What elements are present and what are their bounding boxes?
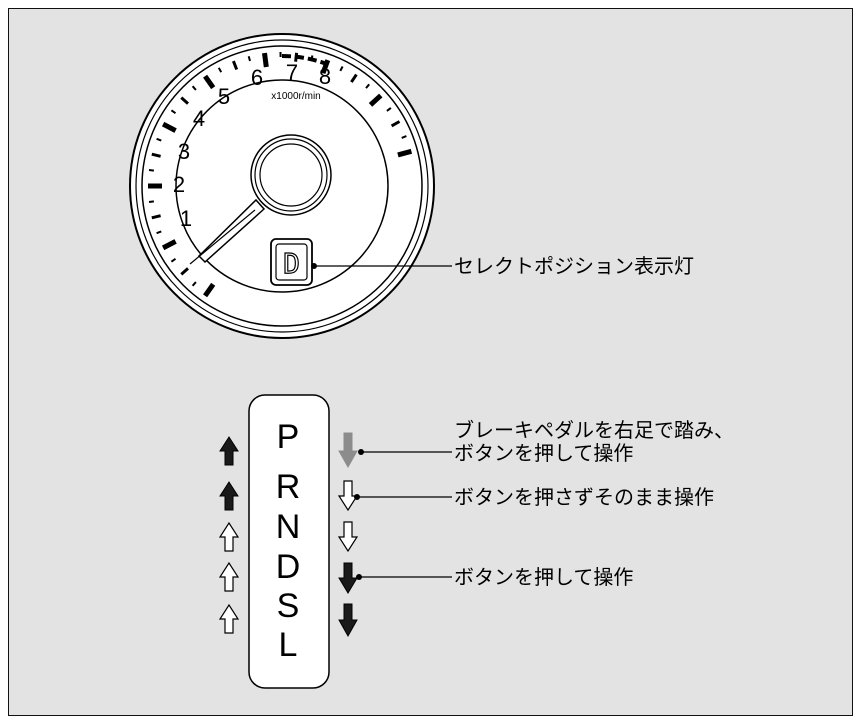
gauge-minor-tick	[170, 109, 177, 115]
down-arrow-icon	[338, 562, 358, 594]
gauge-major-tick	[397, 148, 413, 158]
shift-position-r: R	[276, 468, 301, 506]
down-arrow-outline-icon	[337, 480, 359, 512]
gauge-rim-inner-line	[135, 39, 429, 333]
callout-press-button-label: ボタンを押して操作	[454, 565, 633, 589]
gauge-numeral-5: 5	[218, 84, 230, 109]
callout-brake-line1: ブレーキペダルを右足で踏み、	[454, 418, 734, 442]
callout-indicator-label: セレクトポジション表示灯	[454, 254, 694, 278]
up-arrow-icon	[219, 481, 239, 511]
gauge-numeral-6: 6	[251, 65, 263, 90]
gauge-minor-tick	[390, 120, 401, 128]
gauge-minor-tick	[151, 214, 161, 220]
gauge-hub-ring	[254, 138, 328, 212]
gauge-minor-tick	[148, 169, 155, 172]
callout-no-button-label: ボタンを押さずそのまま操作	[454, 485, 714, 509]
gauge-minor-tick	[232, 60, 239, 71]
callout-press-button: ボタンを押して操作	[356, 565, 633, 589]
gauge-numeral-1: 1	[180, 206, 192, 231]
gauge-redzone-band	[281, 54, 328, 66]
shift-position-p: P	[277, 418, 300, 456]
gauge-numeral-4: 4	[193, 106, 205, 131]
shift-position-n: N	[276, 508, 301, 546]
gauge-minor-tick	[170, 257, 177, 263]
gauge-minor-tick	[386, 107, 392, 112]
callout-brake: ブレーキペダルを右足で踏み、 ボタンを押して操作	[358, 418, 734, 465]
up-arrow-outline-icon	[218, 561, 240, 592]
shift-position-d: D	[276, 548, 301, 586]
select-position-indicator: D	[270, 238, 313, 286]
indicator-letter: D	[283, 247, 300, 280]
shift-position-s: S	[277, 587, 300, 625]
shifter-panel: P R N D S L	[248, 394, 330, 689]
gauge-tick-marks	[148, 51, 413, 298]
gauge-numeral-3: 3	[178, 139, 190, 164]
gauge-unit-label: x1000r/min	[271, 91, 320, 102]
tachometer: 1 2 3 4 5 6 7 8 x1000r/min D	[129, 33, 435, 339]
down-arrow-gray-icon	[338, 432, 358, 469]
gauge-minor-tick	[365, 83, 370, 89]
callout-brake-line2: ボタンを押して操作	[454, 441, 633, 465]
shifter-plate	[248, 394, 330, 689]
shift-position-l: L	[279, 626, 298, 664]
gauge-major-tick	[203, 74, 216, 90]
gauge-minor-tick	[401, 135, 407, 139]
gauge-minor-tick	[350, 73, 358, 83]
up-arrows	[218, 436, 240, 634]
gauge-minor-tick	[339, 66, 344, 72]
up-arrow-icon	[219, 436, 239, 466]
gauge-minor-tick	[156, 137, 162, 142]
gauge-major-tick	[368, 93, 383, 107]
gauge-minor-tick	[217, 67, 223, 73]
gauge-numeral-8: 8	[319, 64, 331, 89]
gauge-minor-tick	[191, 85, 197, 91]
gauge-inner-ring	[175, 79, 389, 293]
gauge-major-tick	[262, 52, 269, 68]
gauge-minor-tick	[180, 267, 190, 276]
gauge-minor-tick	[247, 55, 251, 62]
up-arrow-outline-icon	[218, 521, 240, 552]
gauge-numeral-2: 2	[173, 172, 185, 197]
gauge-hub-inner	[259, 143, 323, 207]
gauge-minor-tick	[148, 200, 155, 203]
callout-no-button: ボタンを押さずそのまま操作	[354, 485, 714, 509]
gauge-major-tick	[203, 282, 216, 298]
gauge-needle	[189, 198, 266, 265]
gauge-minor-tick	[191, 281, 197, 287]
gauge-minor-tick	[180, 96, 190, 105]
up-arrow-outline-icon	[218, 603, 240, 634]
gauge-hub-outer	[250, 134, 332, 216]
gauge-major-tick	[161, 239, 177, 251]
gauge-minor-tick	[151, 152, 161, 158]
down-arrow-outline-icon	[337, 521, 359, 553]
gauge-major-tick	[161, 121, 177, 133]
gauge-minor-tick	[156, 230, 162, 235]
gauge-numeral-7: 7	[286, 60, 298, 85]
callout-indicator: セレクトポジション表示灯	[311, 254, 694, 278]
down-arrows	[337, 432, 359, 638]
down-arrow-icon	[338, 603, 358, 638]
